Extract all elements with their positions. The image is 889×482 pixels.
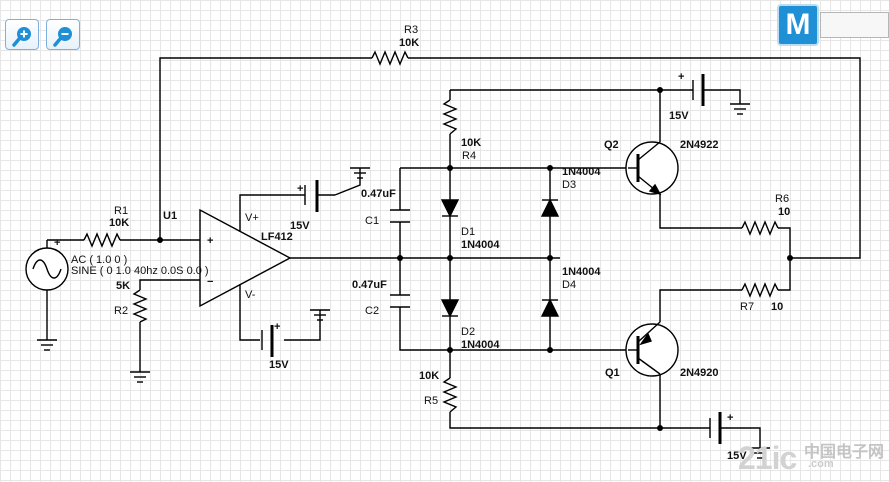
diode-symbols — [440, 198, 560, 318]
d1-value: 1N4004 — [461, 239, 500, 251]
battery-label-3: 15V — [669, 110, 689, 122]
battery-plus-1: + — [297, 183, 303, 195]
u1-vplus: V+ — [245, 212, 259, 224]
zoom-out-button[interactable] — [46, 19, 80, 50]
r5-value: 10K — [419, 370, 439, 382]
ground-symbols — [37, 103, 770, 459]
d2-value: 1N4004 — [461, 339, 500, 351]
r7-value: 10 — [771, 301, 783, 313]
r6-value: 10 — [778, 206, 790, 218]
d3-name: D3 — [562, 179, 576, 191]
watermark: 21ic 中国电子网 .com — [738, 436, 888, 478]
wires — [46, 50, 861, 448]
q2-value: 2N4922 — [680, 139, 719, 151]
q1-value: 2N4920 — [680, 367, 719, 379]
r4-name: R4 — [462, 150, 476, 162]
source-plus: + — [54, 237, 60, 249]
q2-name: Q2 — [604, 139, 619, 151]
u1-plus: + — [207, 235, 213, 247]
watermark-big: 21ic — [738, 440, 797, 476]
c2-value: 0.47uF — [352, 279, 387, 291]
u1-minus: − — [207, 276, 213, 288]
c1-value: 0.47uF — [361, 188, 396, 200]
battery-label-2: 15V — [269, 359, 289, 371]
component-labels: R3 10K R1 10K U1 5K R2 + AC ( 1.0 0 ) SI… — [54, 24, 790, 462]
r3-name: R3 — [404, 24, 418, 36]
zoom-in-icon — [12, 27, 31, 47]
battery-label-4: 15V — [727, 450, 747, 462]
r7-name: R7 — [740, 301, 754, 313]
ac-source-symbol[interactable] — [25, 247, 69, 291]
q1-name: Q1 — [605, 367, 620, 379]
source-line1: AC ( 1.0 0 ) — [71, 254, 127, 266]
battery-plus-2: + — [274, 321, 280, 333]
battery-plus-3: + — [678, 71, 684, 83]
r1-value: 10K — [109, 217, 129, 229]
r5-name: R5 — [424, 395, 438, 407]
r2-value: 5K — [116, 280, 130, 292]
r6-name: R6 — [775, 193, 789, 205]
r3-value: 10K — [399, 37, 419, 49]
r2-name: R2 — [114, 305, 128, 317]
junction-dots — [157, 87, 793, 431]
c1-name: C1 — [365, 215, 379, 227]
c2-name: C2 — [365, 305, 379, 317]
battery-symbols — [261, 74, 722, 444]
r4-value: 10K — [461, 137, 481, 149]
d3-value: 1N4004 — [562, 166, 601, 178]
d4-name: D4 — [562, 279, 576, 291]
zoom-in-button[interactable] — [5, 19, 39, 50]
watermark-site: .com — [808, 458, 834, 470]
capacitor-symbols — [390, 209, 410, 308]
d1-name: D1 — [461, 226, 475, 238]
u1-vminus: V- — [245, 289, 256, 301]
transistor-symbols — [625, 141, 679, 377]
u1-value: LF412 — [261, 231, 293, 243]
d2-name: D2 — [461, 326, 475, 338]
d4-value: 1N4004 — [562, 266, 601, 278]
logo-input-box — [820, 12, 889, 38]
battery-plus-4: + — [727, 412, 733, 424]
battery-label-1: 15V — [290, 220, 310, 232]
r1-name: R1 — [114, 205, 128, 217]
source-line2: SINE ( 0 1.0 40hz 0.0S 0.0 ) — [71, 265, 209, 277]
u1-name: U1 — [163, 210, 177, 222]
watermark-cn: 中国电子网 — [804, 444, 885, 461]
multisim-logo[interactable]: M — [779, 6, 817, 44]
zoom-out-icon — [53, 27, 72, 47]
